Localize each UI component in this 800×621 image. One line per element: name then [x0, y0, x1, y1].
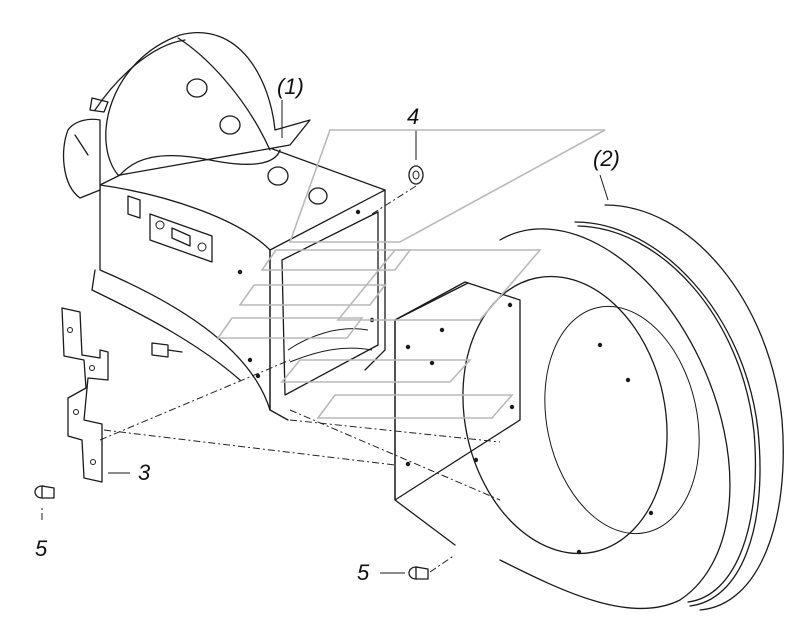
callout-part-1: (1): [277, 74, 304, 99]
air-duct-housing: [62, 32, 386, 421]
flywheel-housing: [462, 204, 784, 611]
callout-part-5-bottom: 5: [357, 560, 370, 585]
assembly-centerlines: [41, 100, 609, 574]
bolt-part-5-left: [34, 485, 55, 499]
callout-part-5-left: 5: [35, 536, 48, 561]
callout-part-2: (2): [593, 146, 620, 171]
watermark-logo: [216, 129, 606, 419]
callout-part-3: 3: [138, 460, 151, 485]
callout-part-4: 4: [407, 104, 420, 129]
bracket-part-3: [61, 307, 109, 483]
washer-part-4: [408, 165, 424, 185]
bolt-part-5-bottom: [408, 566, 429, 580]
flywheel-mounting-plate: [394, 281, 521, 546]
duct-bolts: [186, 78, 328, 205]
